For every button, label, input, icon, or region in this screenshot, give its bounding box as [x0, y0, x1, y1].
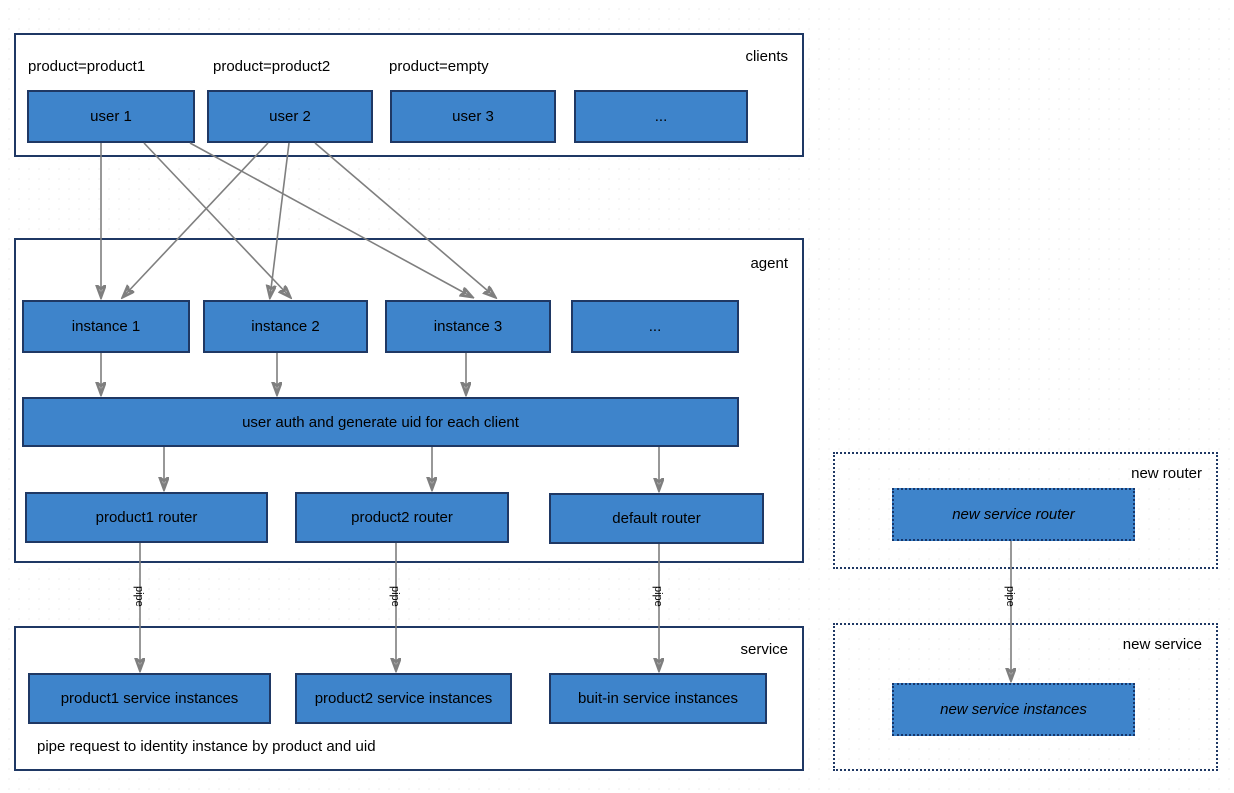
- group-new-service: new service: [833, 623, 1218, 771]
- agent-instance-2[interactable]: instance 2: [203, 300, 368, 353]
- pipe-label-product2: pipe: [389, 586, 401, 607]
- group-clients-label: clients: [745, 48, 788, 65]
- service-instance-builtin[interactable]: buit-in service instances: [549, 673, 767, 724]
- agent-router-product2[interactable]: product2 router: [295, 492, 509, 543]
- agent-router-product1[interactable]: product1 router: [25, 492, 268, 543]
- agent-instance-3[interactable]: instance 3: [385, 300, 551, 353]
- service-instance-product1[interactable]: product1 service instances: [28, 673, 271, 724]
- group-new-router: new router: [833, 452, 1218, 569]
- agent-instance-1[interactable]: instance 1: [22, 300, 190, 353]
- new-service-router-node[interactable]: new service router: [892, 488, 1135, 541]
- client-node-user-3[interactable]: user 3: [390, 90, 556, 143]
- pipe-label-new-service: pipe: [1004, 586, 1016, 607]
- client-tag-product1: product=product1: [28, 58, 146, 75]
- group-new-router-label: new router: [1131, 465, 1202, 482]
- service-note: pipe request to identity instance by pro…: [37, 738, 376, 755]
- pipe-label-product1: pipe: [133, 586, 145, 607]
- client-tag-empty: product=empty: [389, 58, 489, 75]
- pipe-label-default: pipe: [652, 586, 664, 607]
- group-agent-label: agent: [750, 255, 788, 272]
- agent-auth-box[interactable]: user auth and generate uid for each clie…: [22, 397, 739, 447]
- client-node-user-1[interactable]: user 1: [27, 90, 195, 143]
- service-instance-product2[interactable]: product2 service instances: [295, 673, 512, 724]
- agent-router-default[interactable]: default router: [549, 493, 764, 544]
- new-service-instances-node[interactable]: new service instances: [892, 683, 1135, 736]
- group-service-label: service: [740, 641, 788, 658]
- client-node-ellipsis[interactable]: ...: [574, 90, 748, 143]
- client-node-user-2[interactable]: user 2: [207, 90, 373, 143]
- agent-instance-ellipsis[interactable]: ...: [571, 300, 739, 353]
- client-tag-product2: product=product2: [213, 58, 331, 75]
- group-new-service-label: new service: [1122, 636, 1202, 653]
